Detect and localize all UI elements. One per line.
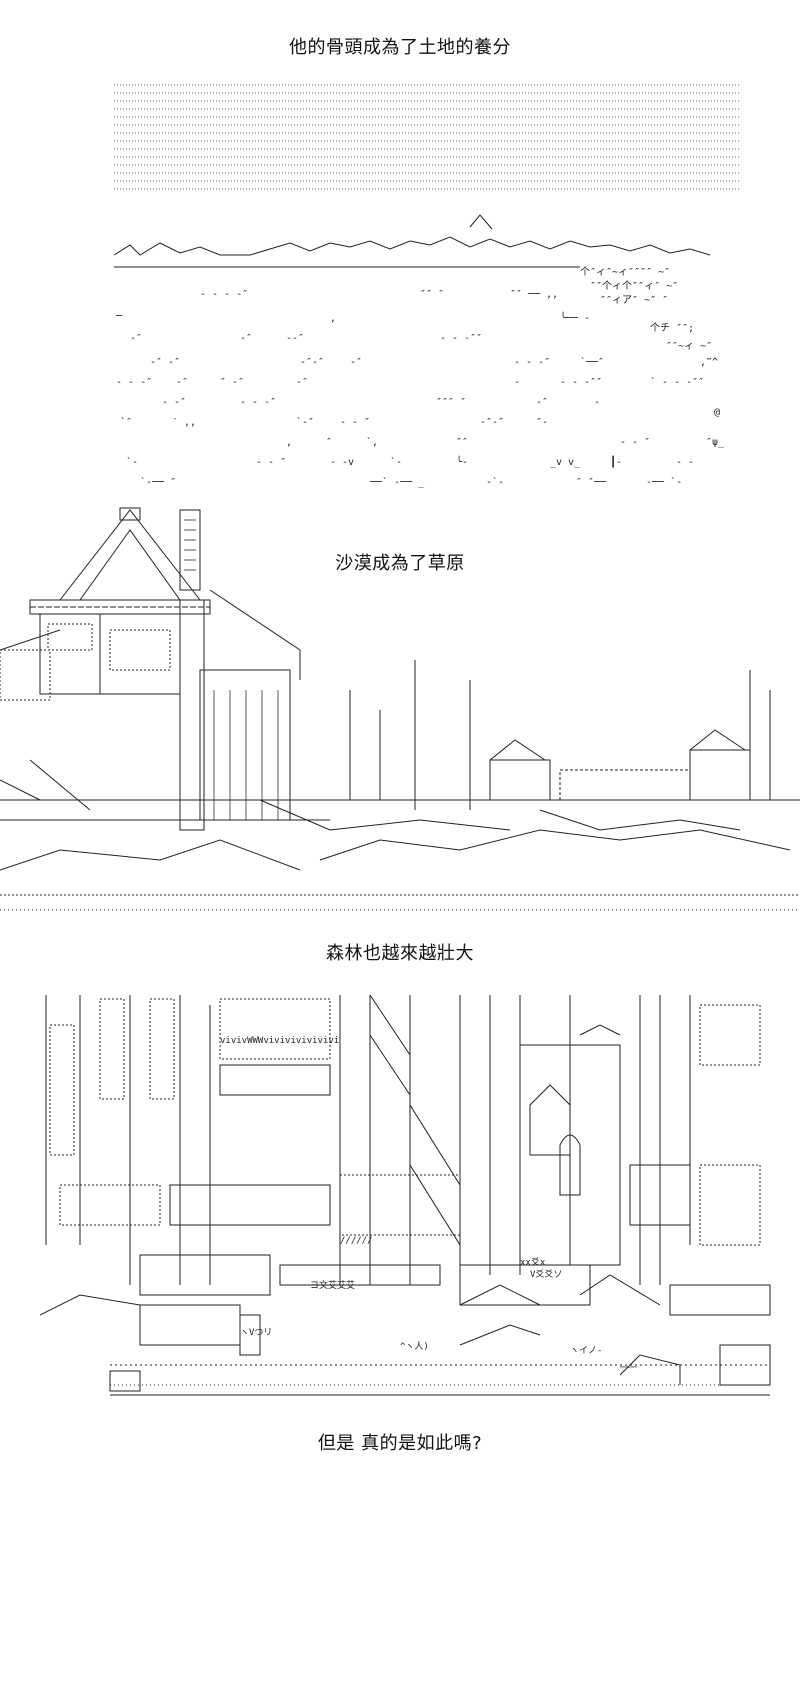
svg-text:- - ″: - - ″ <box>620 437 650 448</box>
svg-text:` ‐ - ‐″″: ` ‐ - ‐″″ <box>650 376 704 388</box>
svg-text:^ヽ人): ^ヽ人) <box>400 1341 429 1352</box>
svg-text:- - ‐″: - - ‐″ <box>240 397 276 408</box>
svg-text:`″: `″ <box>120 416 132 428</box>
svg-text:vivivWWWvivivivivivivi: vivivWWWvivivivivivivi <box>220 1036 339 1046</box>
svg-text:,: , <box>286 437 292 448</box>
svg-text:`‐: `‐ <box>390 456 402 468</box>
svg-text:″″ ── ,,: ″″ ── ,, <box>510 289 558 300</box>
svg-text:─~─: ─~─ <box>619 1363 637 1373</box>
svg-text:@: @ <box>714 407 720 418</box>
svg-text:″ ‐″: ″ ‐″ <box>220 377 244 388</box>
svg-text:‐″: ‐″ <box>536 397 548 408</box>
svg-text:‐ ‐: ‐ ‐ <box>676 457 694 468</box>
svg-text:‐‐″: ‐‐″ <box>286 333 304 344</box>
svg-text:,‴^: ,‴^ <box>700 357 718 368</box>
svg-text:- - ″: - - ″ <box>256 457 286 468</box>
svg-text:‐`‐: ‐`‐ <box>486 476 504 488</box>
svg-text:_v v_: _v v_ <box>550 457 581 468</box>
svg-text:‐ - ‐″″: ‐ - ‐″″ <box>560 377 602 388</box>
village-ascii-art <box>0 500 800 925</box>
svg-text:个チ ″″;: 个チ ″″; <box>650 322 694 334</box>
caption-question: 但是 真的是如此嗎? <box>317 1433 483 1454</box>
landscape-ascii-art-drawing: ─ - - - -″ , ″″ ″ ″″ ── ,, ╰── ‐ ‐″ ‐″ ‐… <box>113 84 740 488</box>
landscape-ascii-art: ─ - - - -″ , ″″ ″ ″″ ── ,, ╰── ‐ ‐″ ‐″ ‐… <box>100 75 760 495</box>
svg-text:″″个ィ个″″ィ″ ~″: ″″个ィ个″″ィ″ ~″ <box>590 280 678 292</box>
svg-text:‐── `‐: ‐── `‐ <box>646 476 682 488</box>
svg-text:″: ″ <box>326 437 332 448</box>
svg-text:‐″‐″: ‐″‐″ <box>300 357 324 368</box>
svg-text:‐″: ‐″ <box>130 333 142 344</box>
svg-text:- ‐″: - ‐″ <box>162 397 186 408</box>
svg-text:″″ィア″ ~″ ″: ″″ィア″ ~″ ″ <box>600 295 668 306</box>
svg-text:‐: ‐ <box>594 397 600 408</box>
svg-text:- - ″: - - ″ <box>340 417 370 428</box>
svg-text:- - ‐″: - - ‐″ <box>116 377 152 388</box>
svg-text:″″: ″″ <box>456 437 468 448</box>
svg-text:‐: ‐ <box>514 377 520 388</box>
svg-text:″″~ィ ~″: ″″~ィ ~″ <box>666 341 712 352</box>
city-ascii-art-drawing: vivivWWWvivivivivivivi xx爻x V爻爻ソ ヨ文艾艾艾 /… <box>40 994 771 1396</box>
city-ascii-art: vivivWWWvivivivivivivi xx爻x V爻爻ソ ヨ文艾艾艾 /… <box>40 985 780 1705</box>
svg-text:″ ″──: ″ ″── <box>576 477 607 488</box>
village-ascii-art-drawing <box>0 507 800 911</box>
svg-text:‐″ ‐″: ‐″ ‐″ <box>150 357 180 368</box>
svg-text:`‐″: `‐″ <box>296 416 314 428</box>
svg-text:ヽVつリ: ヽVつリ <box>240 1328 272 1338</box>
svg-text:‐″: ‐″ <box>176 377 188 388</box>
svg-text:″ψ_: ″ψ_ <box>706 437 725 448</box>
caption-forest: 森林也越來越壯大 <box>326 943 474 964</box>
caption-desert: 沙漠成為了草原 <box>335 553 465 574</box>
svg-text:′ ,,: ′ ,, <box>172 417 196 428</box>
svg-text:`‐: `‐ <box>126 456 138 468</box>
svg-text:,: , <box>330 313 336 324</box>
svg-text:`,: `, <box>366 436 378 448</box>
svg-text:╰‐: ╰‐ <box>456 455 468 468</box>
svg-text:╰── ‐: ╰── ‐ <box>560 311 590 324</box>
svg-text:ヽイノ‐: ヽイノ‐ <box>570 1346 602 1356</box>
svg-text:V爻爻ソ: V爻爻ソ <box>530 1269 562 1280</box>
svg-text:- - ‐″″: - - ‐″″ <box>440 333 482 344</box>
svg-text:xx爻x: xx爻x <box>520 1257 546 1268</box>
svg-text:‐″: ‐″ <box>240 333 252 344</box>
svg-text:- -v: - -v <box>330 457 354 468</box>
svg-text:″″ ″: ″″ ″ <box>420 289 444 300</box>
svg-text://////: ////// <box>340 1236 373 1246</box>
svg-text:″″″ ″: ″″″ ″ <box>436 397 466 408</box>
svg-text:- - ‐″: - - ‐″ <box>514 357 550 368</box>
svg-text:个″ィ″~ィ″″″″ ~″: 个″ィ″~ィ″″″″ ~″ <box>580 266 670 278</box>
svg-text:ヨ文艾艾艾: ヨ文艾艾艾 <box>310 1279 355 1291</box>
svg-text:‐″‐″: ‐″‐″ <box>480 417 504 428</box>
svg-text:- - - -″: - - - -″ <box>200 289 248 300</box>
svg-text:″‐: ″‐ <box>536 417 548 428</box>
svg-text:─: ─ <box>115 311 123 322</box>
svg-text:┃‐: ┃‐ <box>610 455 622 468</box>
svg-text:`‐── ″: `‐── ″ <box>140 476 176 488</box>
caption-bones: 他的骨頭成為了土地的養分 <box>289 37 511 58</box>
svg-text:‐″: ‐″ <box>296 377 308 388</box>
svg-text:`──″: `──″ <box>580 356 604 368</box>
svg-text:──` ‐── _: ──` ‐── _ <box>369 476 425 488</box>
svg-text:‐″: ‐″ <box>350 357 362 368</box>
